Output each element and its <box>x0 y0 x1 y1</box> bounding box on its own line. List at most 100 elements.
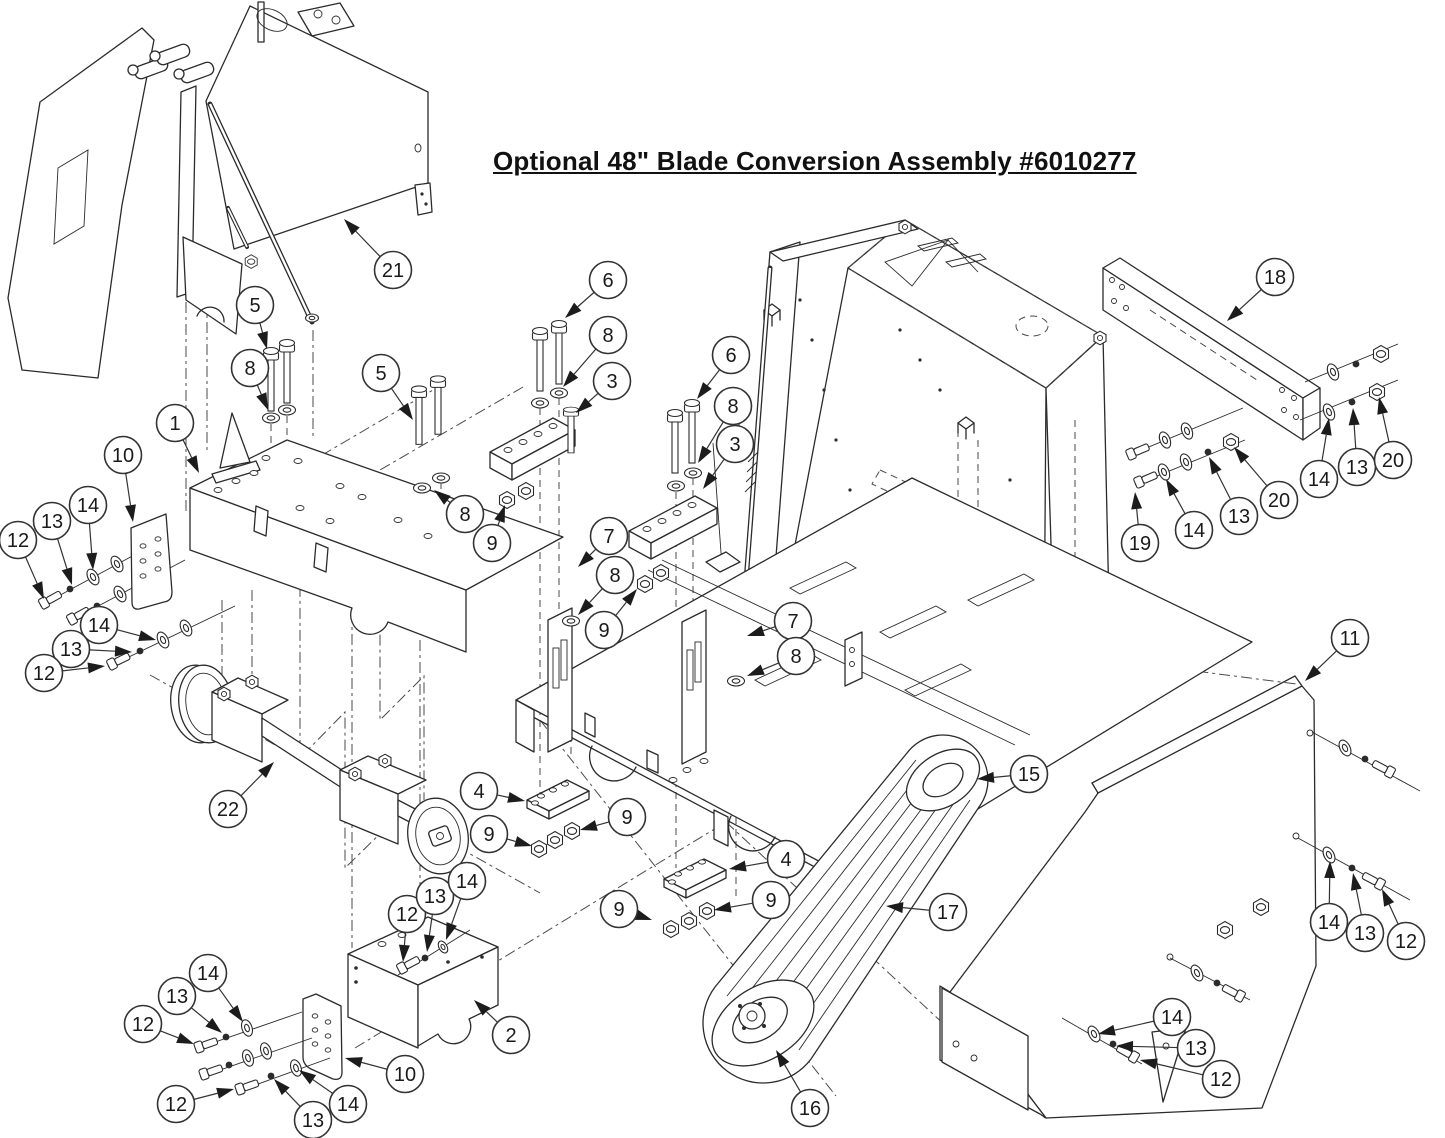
callout-number: 10 <box>112 445 134 467</box>
callout-number: 13 <box>1185 1038 1207 1060</box>
callout-number: 20 <box>1268 490 1290 512</box>
callout-12: 12 <box>156 1084 234 1124</box>
callout-8: 8 <box>578 555 635 615</box>
callout-6: 6 <box>565 260 628 318</box>
callout-balloon <box>711 335 751 375</box>
callout-14: 14 <box>1166 479 1214 550</box>
callout-number: 3 <box>606 371 617 393</box>
callout-balloon <box>588 315 628 355</box>
callout-balloon <box>1120 523 1160 563</box>
callout-balloon <box>188 953 228 993</box>
callout-number: 6 <box>602 270 613 292</box>
callout-number: 14 <box>197 963 219 985</box>
mounting-bar <box>1102 257 1321 441</box>
callout-balloon <box>599 889 639 929</box>
callout-number: 7 <box>787 611 798 633</box>
callout-4: 4 <box>459 771 525 811</box>
callout-number: 16 <box>799 1098 821 1120</box>
callout-number: 6 <box>725 345 736 367</box>
callout-balloon <box>589 516 629 556</box>
callout-12: 12 <box>387 894 427 962</box>
callout-balloon <box>361 353 401 393</box>
callout-8: 8 <box>747 636 816 676</box>
callout-7: 7 <box>578 516 629 567</box>
callout-number: 12 <box>1395 931 1417 953</box>
callout-number: 18 <box>1264 267 1286 289</box>
callout-balloon <box>1255 257 1295 297</box>
callout-11: 11 <box>1305 618 1370 681</box>
callout-balloon <box>469 814 509 854</box>
clamp-plate-lower <box>662 858 727 939</box>
callout-8: 8 <box>230 348 270 410</box>
callout-17: 17 <box>886 892 968 932</box>
pulley-top <box>905 748 981 812</box>
callout-14: 14 <box>1098 997 1192 1037</box>
callout-balloon <box>155 403 195 443</box>
callout-number: 20 <box>1382 450 1404 472</box>
callout-balloon <box>1309 902 1349 942</box>
callout-number: 14 <box>1318 912 1340 934</box>
callout-number: 8 <box>459 504 470 526</box>
callout-20: 20 <box>1373 397 1413 480</box>
bar-fastener-chains <box>1124 343 1399 490</box>
callout-12: 12 <box>1140 1058 1241 1099</box>
callout-number: 9 <box>765 890 776 912</box>
callout-14: 14 <box>68 485 108 570</box>
callout-balloon <box>1152 997 1192 1037</box>
callout-13: 13 <box>1209 457 1259 536</box>
callout-balloon <box>32 501 72 541</box>
callout-balloon <box>713 386 753 426</box>
callout-3: 3 <box>576 361 632 413</box>
lower-bracket <box>347 916 499 1049</box>
callout-number: 14 <box>1308 469 1330 491</box>
callout-number: 14 <box>1161 1007 1183 1029</box>
callout-13: 13 <box>32 501 73 585</box>
callout-balloon <box>1330 618 1370 658</box>
callout-balloon <box>156 1084 196 1124</box>
callout-balloon <box>1386 921 1426 961</box>
callout-number: 9 <box>613 899 624 921</box>
callout-number: 12 <box>1210 1069 1232 1091</box>
side-panel <box>939 675 1421 1119</box>
mount-plate-weldment <box>189 412 564 653</box>
callout-number: 19 <box>1129 533 1151 555</box>
callout-balloon <box>607 797 647 837</box>
panel-bracket <box>941 987 1029 1111</box>
callout-balloon <box>584 610 624 650</box>
callout-number: 22 <box>217 799 239 821</box>
clamp-plate-upper <box>526 779 590 859</box>
callout-14: 14 <box>188 953 243 1022</box>
callout-balloon <box>157 976 197 1016</box>
callout-number: 9 <box>483 824 494 846</box>
callout-5: 5 <box>235 285 275 349</box>
callout-4: 4 <box>729 839 806 879</box>
callout-number: 8 <box>790 646 801 668</box>
callout-8: 8 <box>434 490 485 534</box>
callout-number: 14 <box>456 871 478 893</box>
callout-balloon <box>491 1015 531 1055</box>
callout-3: 3 <box>703 424 755 489</box>
callout-19: 19 <box>1120 492 1160 563</box>
guard-support-rod <box>207 101 320 325</box>
callout-number: 5 <box>249 295 260 317</box>
callout-number: 9 <box>486 533 497 555</box>
callout-number: 14 <box>1183 520 1205 542</box>
callout-9: 9 <box>584 589 637 650</box>
callout-balloon <box>1174 510 1214 550</box>
callout-number: 13 <box>302 1110 324 1132</box>
callout-number: 8 <box>609 565 620 587</box>
callout-number: 13 <box>60 639 82 661</box>
belt-drive <box>702 734 989 1084</box>
side-plate-upper <box>130 513 173 610</box>
callout-12: 12 <box>1382 889 1426 961</box>
side-plate-lower <box>302 993 343 1080</box>
callout-balloon <box>1299 459 1339 499</box>
callout-12: 12 <box>123 1004 194 1044</box>
callout-balloon <box>293 1100 333 1138</box>
callout-balloon <box>24 653 64 693</box>
callout-13: 13 <box>157 976 222 1033</box>
callout-14: 14 <box>1309 861 1349 942</box>
callout-13: 13 <box>1345 873 1385 953</box>
callout-14: 14 <box>446 861 487 940</box>
callout-10: 10 <box>345 1054 425 1094</box>
